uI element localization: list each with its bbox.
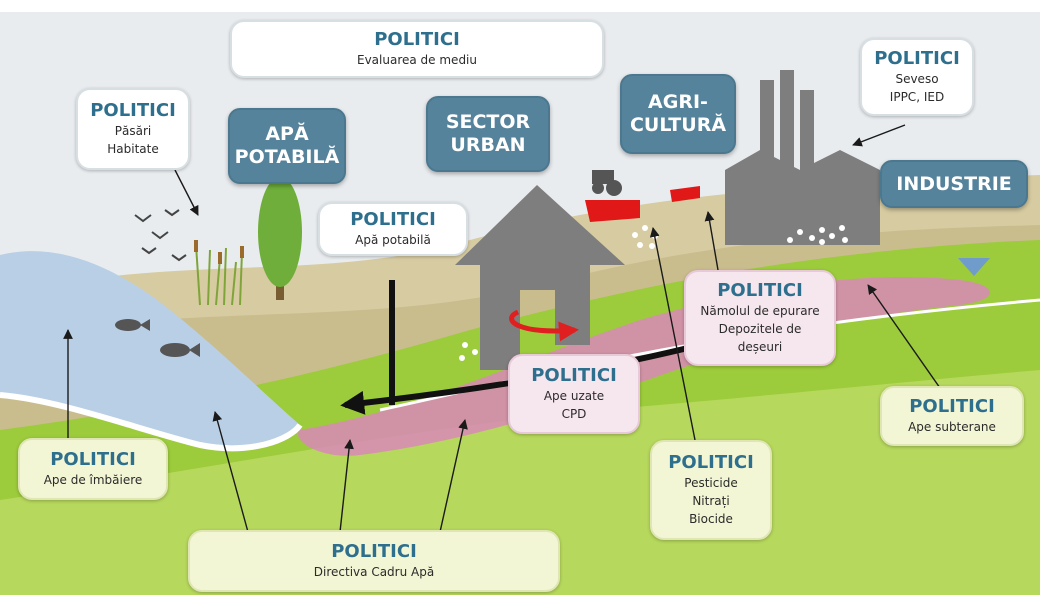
tree-icon [258, 177, 302, 287]
policy-wastewater: POLITICI Ape uzate CPD [508, 354, 640, 434]
fish-icon [115, 319, 200, 357]
tractor-icon [592, 170, 622, 196]
sector-agriculture: AGRI-CULTURĂ [620, 74, 736, 154]
water-table-icon [958, 258, 990, 276]
sector-industry: INDUSTRIE [880, 160, 1028, 208]
policy-drinking-water: POLITICI Apă potabilă [318, 202, 468, 256]
reeds-icon [195, 244, 243, 306]
policy-birds: POLITICI Păsări Habitate [76, 88, 190, 170]
policy-groundwater: POLITICI Ape subterane [880, 386, 1024, 446]
policy-environment: POLITICI Evaluarea de mediu [230, 20, 604, 78]
field-patch [585, 200, 640, 222]
sector-urban: SECTOR URBAN [426, 96, 550, 172]
sector-drinking-water: APĂ POTABILĂ [228, 108, 346, 184]
policy-sludge-landfill: POLITICI Nămolul de epurare Depozitele d… [684, 270, 836, 366]
nutrient-dots [459, 225, 848, 361]
policy-pesticides: POLITICI Pesticide Nitrați Biocide [650, 440, 772, 540]
factory-icon [725, 70, 880, 245]
policy-bathing-water: POLITICI Ape de îmbăiere [18, 438, 168, 500]
red-arrow [509, 309, 579, 342]
house-icon [455, 185, 625, 370]
river [0, 251, 300, 449]
policy-industry: POLITICI Seveso IPPC, IED [860, 38, 974, 116]
policy-water-framework-directive: POLITICI Directiva Cadru Apă [188, 530, 560, 592]
birds-icon [134, 209, 187, 262]
